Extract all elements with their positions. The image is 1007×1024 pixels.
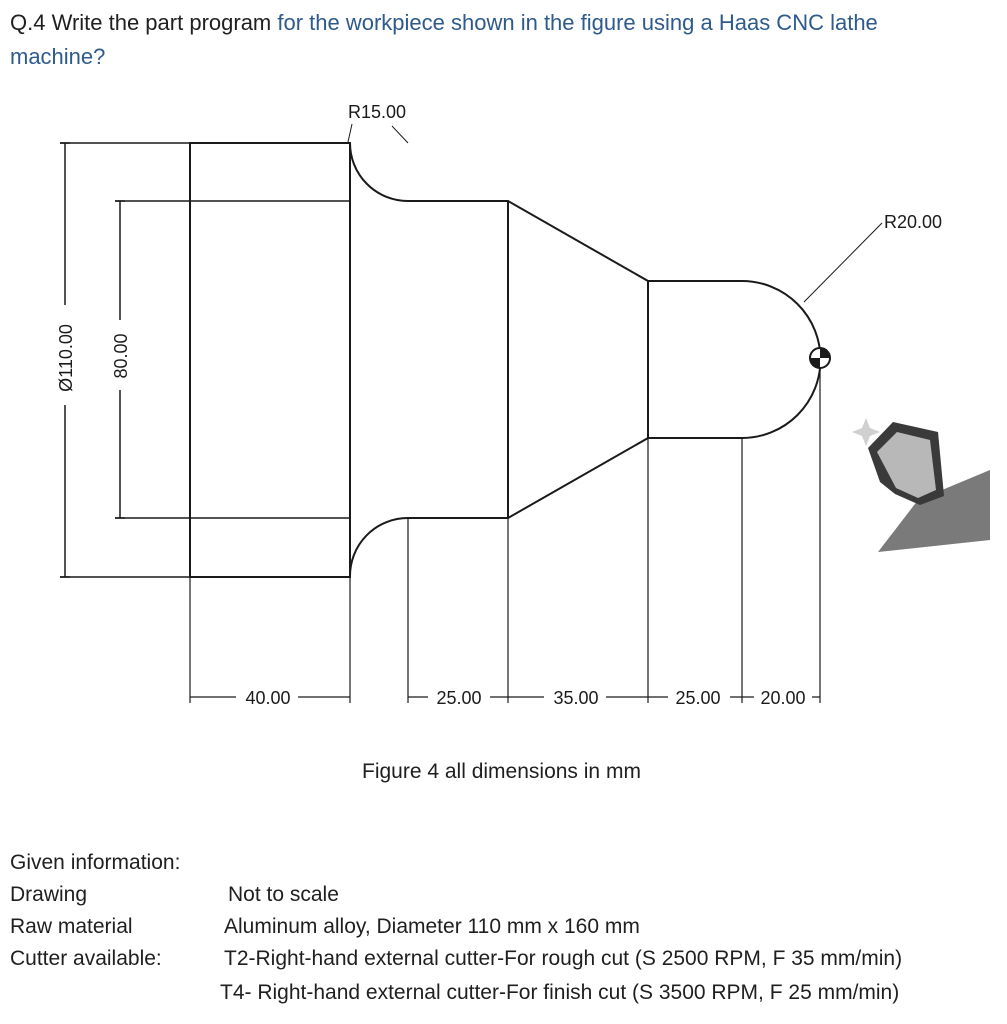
question-text-start: Q.4 Write the part program <box>10 10 272 35</box>
neck-groove-profile <box>348 142 649 578</box>
given-value-drawing: Not to scale <box>228 883 339 906</box>
given-heading: Given information: <box>10 851 181 874</box>
dimension-diameter-80: 80.00 <box>111 333 131 378</box>
workpiece-body-section <box>189 142 351 578</box>
dimension-length-40: 40.00 <box>245 688 290 708</box>
given-value-cutter-rough: T2-Right-hand external cutter-For rough … <box>224 947 903 970</box>
dimension-radius-20: R20.00 <box>884 212 942 232</box>
dimension-diameter-110: Ø110.00 <box>56 324 76 392</box>
dimension-length-25-straight: 25.00 <box>675 688 720 708</box>
figure-caption: Figure 4 all dimensions in mm <box>362 760 641 783</box>
question-line-1: Q.4 Write the part program for the workp… <box>10 8 878 38</box>
dimension-radius-15: R15.00 <box>348 102 406 122</box>
given-value-cutter-finish: T4- Right-hand external cutter-For finis… <box>220 981 900 1004</box>
question-line-2: machine? <box>10 44 106 69</box>
dimension-length-25-groove: 25.00 <box>436 688 481 708</box>
given-label-raw-material: Raw material <box>10 915 133 938</box>
question-text-rest: for the workpiece shown in the figure us… <box>271 10 878 35</box>
tip-radius-arc <box>741 280 822 439</box>
given-label-drawing: Drawing <box>10 883 88 906</box>
work-origin-icon <box>809 347 831 369</box>
dimension-length-35: 35.00 <box>553 688 598 708</box>
cutting-tool-icon <box>852 418 990 552</box>
given-label-cutter: Cutter available: <box>10 947 162 970</box>
dimension-length-20: 20.00 <box>760 688 805 708</box>
given-value-raw-material: Aluminum alloy, Diameter 110 mm x 160 mm <box>224 915 640 938</box>
